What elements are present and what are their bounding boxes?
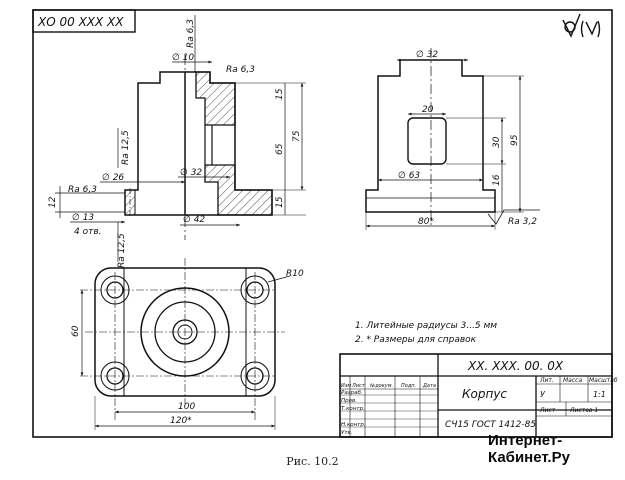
tb-mass-label: Масса [563, 377, 582, 384]
tb-h-list: Лист [351, 383, 366, 389]
designation-stamp-text: ХО 00 ХХХ ХХ [37, 15, 124, 29]
dim-h30: 30 [492, 136, 502, 148]
tb-h-izm: Изм [341, 383, 351, 389]
dim-d42: ∅ 42 [183, 215, 205, 225]
tb-h-doc: №докум. [369, 383, 393, 389]
dim-holes: 4 отв. [74, 227, 102, 237]
front-view-labels: ∅ 10 Ra 6,3 Ra 6,3 Ra 12,5 ∅ 26 ∅ 32 Ra … [48, 19, 302, 268]
dim-d63: ∅ 63 [398, 171, 420, 181]
dim-w100: 100 [178, 402, 195, 412]
tb-role-tcontr: Т.контр. [341, 406, 365, 412]
dim-d26: ∅ 26 [102, 173, 124, 183]
tb-sheets-label: Листов 1 [569, 407, 598, 414]
dim-ra-63-top: Ra 6,3 [186, 19, 196, 48]
dim-d32-front: ∅ 32 [180, 168, 202, 178]
dim-h16: 16 [492, 174, 502, 186]
side-view-labels: ∅ 32 20 ∅ 63 30 16 95 80* Ra 3,2 [398, 50, 537, 227]
dim-d32-side: ∅ 32 [416, 50, 438, 60]
roughness-general-icon [562, 13, 601, 38]
dim-d10: ∅ 10 [172, 53, 194, 63]
dim-w20: 20 [422, 105, 434, 115]
dim-ra-125-b: Ra 12,5 [117, 233, 127, 268]
dim-ra-32: Ra 3,2 [508, 217, 537, 227]
dim-d13: ∅ 13 [72, 213, 94, 223]
dim-r10: R10 [286, 269, 304, 279]
dim-h95: 95 [510, 134, 520, 146]
tb-lit-value: У [540, 390, 546, 399]
dim-h12: 12 [48, 196, 58, 208]
tb-role-check: Пров. [341, 398, 357, 404]
note-1: 1. Литейные радиусы 3...5 мм [355, 321, 497, 331]
dim-h15-top: 15 [275, 88, 285, 100]
dim-ra-125-a: Ra 12,5 [121, 130, 131, 165]
tb-role-ncontr: Н.контр. [341, 422, 366, 428]
technical-notes: 1. Литейные радиусы 3...5 мм 2. * Размер… [355, 321, 497, 345]
tb-sheet-label: Лист [539, 407, 556, 414]
dim-h65: 65 [275, 143, 285, 155]
tb-lit-label: Лит. [539, 377, 554, 384]
dim-w80: 80* [418, 217, 434, 227]
dim-h60: 60 [71, 325, 81, 337]
sheet-frame [32, 9, 613, 438]
title-block [339, 353, 613, 438]
top-view [80, 258, 291, 430]
tb-designation: ХХ. ХХХ. 00. 0Х [467, 359, 564, 373]
figure-caption: Рис. 10.2 [286, 455, 339, 468]
tb-scale-value: 1:1 [593, 390, 606, 399]
dim-h15-bot: 15 [275, 196, 285, 208]
tb-role-appr: Утв. [341, 430, 353, 436]
front-section-view [55, 15, 306, 262]
dim-w120: 120* [170, 416, 192, 426]
tb-scale-label: Масштаб [589, 377, 618, 384]
tb-h-date: Дата [422, 383, 436, 389]
title-block-text: ХХ. ХХХ. 00. 0Х Корпус СЧ15 ГОСТ 1412-85… [341, 359, 618, 436]
top-view-labels: R10 60 100 120* [71, 269, 304, 426]
tb-h-sign: Подп. [401, 383, 416, 389]
note-2: 2. * Размеры для справок [355, 335, 477, 345]
tb-role-dev: Разраб. [341, 390, 363, 396]
dim-h75: 75 [292, 130, 302, 142]
side-view [365, 48, 540, 230]
dim-ra-63-flange: Ra 6,3 [226, 65, 255, 75]
dim-ra-63-left: Ra 6,3 [68, 185, 97, 195]
designation-stamp: ХО 00 ХХХ ХХ [32, 9, 136, 33]
tb-material: СЧ15 ГОСТ 1412-85 [445, 420, 536, 430]
watermark-logo: Интернет- Кабинет.Ру [488, 432, 570, 466]
tb-part-name: Корпус [462, 387, 507, 401]
